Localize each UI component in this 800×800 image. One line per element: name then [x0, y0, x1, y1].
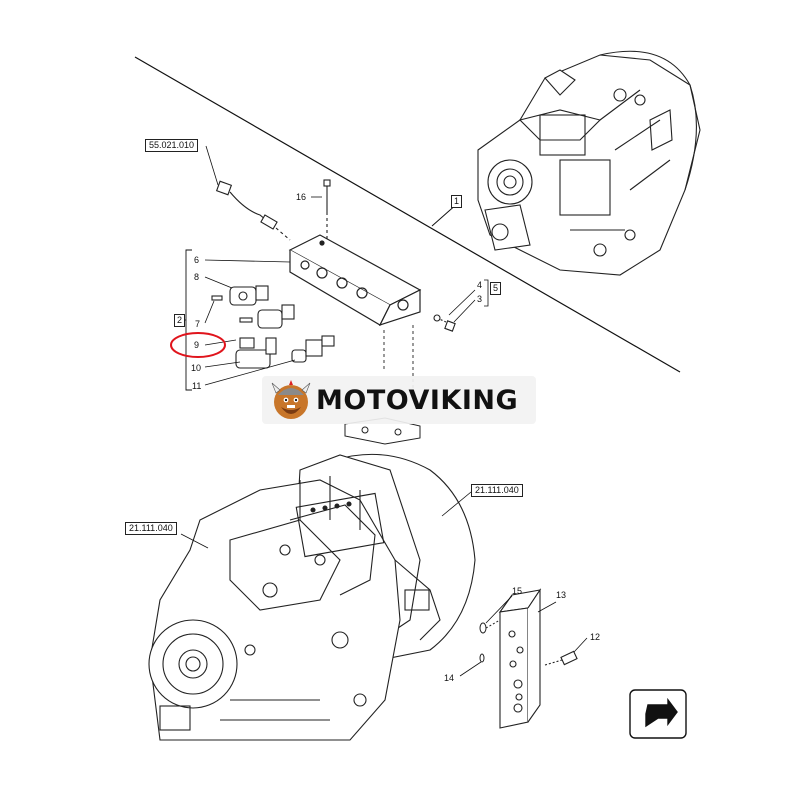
reference-tag-55-021-010[interactable]: 55.021.010: [145, 139, 199, 152]
o-ring-15: [479, 619, 501, 634]
screw-12: [544, 650, 578, 666]
valve-cartridge-11: [291, 335, 335, 363]
callout-1[interactable]: 1: [451, 195, 462, 208]
callout-5[interactable]: 5: [490, 282, 501, 295]
callout-10[interactable]: 10: [191, 363, 202, 373]
callout-15[interactable]: 15: [512, 586, 523, 596]
valve-plate-13: [498, 588, 542, 729]
transmission-bottom-drawing: [148, 453, 476, 741]
callout-3[interactable]: 3: [477, 294, 483, 304]
callout-13[interactable]: 13: [556, 590, 567, 600]
section-divider-line: [134, 56, 681, 373]
callout-9[interactable]: 9: [194, 340, 200, 350]
reference-tag-21-111-040-left[interactable]: 21.111.040: [125, 522, 177, 535]
callout-4[interactable]: 4: [477, 280, 483, 290]
solenoid-7: [211, 295, 295, 329]
valve-body-block: [288, 234, 422, 327]
callout-12[interactable]: 12: [590, 632, 601, 642]
o-ring-14: [479, 653, 485, 663]
callout-14[interactable]: 14: [444, 673, 455, 683]
solenoid-8: [229, 285, 269, 306]
highlight-ring-part-9: [170, 332, 226, 358]
transmission-top-drawing: [477, 50, 701, 276]
brand-name: MOTOVIKING: [316, 384, 519, 416]
callout-11[interactable]: 11: [192, 381, 202, 391]
bolt-16: [323, 179, 331, 240]
callout-6[interactable]: 6: [194, 255, 200, 265]
callout-leaders-left: [204, 259, 296, 386]
callout-7[interactable]: 7: [195, 319, 201, 329]
viking-mascot-logo: [271, 380, 311, 419]
brand-watermark: MOTOVIKING: [262, 376, 536, 424]
next-page-arrow-icon[interactable]: [629, 689, 687, 739]
callout-16[interactable]: 16: [296, 192, 307, 202]
solenoid-9: [235, 337, 277, 369]
reference-tag-21-111-040-right[interactable]: 21.111.040: [471, 484, 523, 497]
callout-2[interactable]: 2: [174, 314, 185, 327]
screw-3-4: [433, 314, 456, 332]
callout-8[interactable]: 8: [194, 272, 200, 282]
sensor-cable: [215, 180, 291, 241]
